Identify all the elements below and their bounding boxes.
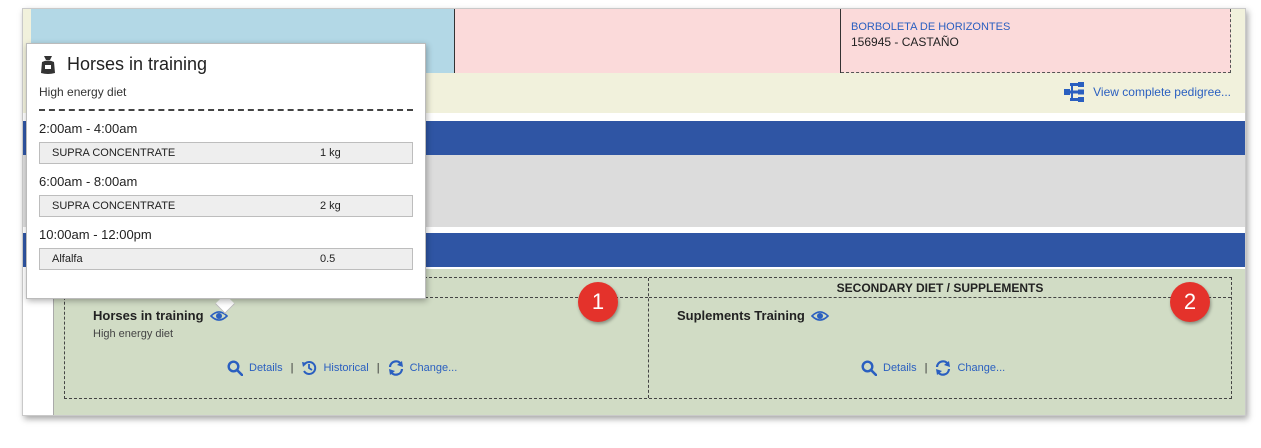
slot-time: 10:00am - 12:00pm	[39, 227, 152, 242]
popup-subtitle: High energy diet	[39, 85, 127, 99]
details-button[interactable]: Details	[861, 360, 917, 376]
separator: |	[376, 362, 380, 374]
ancestor-name-link[interactable]: BORBOLETA DE HORIZONTES	[851, 21, 1011, 33]
ancestor-code: 156945 - CASTAÑO	[851, 35, 959, 49]
slot-time: 2:00am - 4:00am	[39, 121, 138, 136]
primary-diet-name-text: Horses in training	[93, 308, 204, 323]
view-pedigree-link[interactable]: View complete pedigree...	[1063, 81, 1231, 103]
slot-qty: 1 kg	[320, 147, 341, 159]
change-label: Change...	[957, 362, 1006, 374]
slot-qty: 0.5	[320, 253, 336, 265]
magnifier-icon	[861, 360, 877, 376]
primary-diet-name: Horses in training	[93, 308, 228, 323]
details-button[interactable]: Details	[227, 360, 283, 376]
secondary-diet-actions: Details | Change...	[861, 360, 1005, 376]
callout-badge-1: 1	[578, 282, 618, 322]
primary-diet-actions: Details | Historical |	[227, 360, 457, 376]
refresh-icon	[388, 360, 403, 376]
pedigree-ancestor-cell: BORBOLETA DE HORIZONTES 156945 - CASTAÑO	[841, 9, 1231, 73]
secondary-diet-name-text: Suplements Training	[677, 308, 805, 323]
slot-row: SUPRA CONCENTRATE 2 kg	[39, 195, 413, 217]
secondary-diet-column: SECONDARY DIET / SUPPLEMENTS Suplements …	[649, 278, 1231, 398]
details-label: Details	[883, 362, 917, 374]
details-label: Details	[249, 362, 283, 374]
separator: |	[290, 362, 294, 374]
historical-label: Historical	[323, 362, 369, 374]
secondary-diet-name: Suplements Training	[677, 308, 829, 323]
diet-popup: Horses in training High energy diet 2:00…	[26, 43, 426, 299]
refresh-icon	[936, 360, 951, 376]
eye-icon[interactable]	[209, 310, 228, 322]
popup-title: Horses in training	[39, 54, 413, 75]
historical-button[interactable]: Historical	[301, 360, 369, 376]
slot-qty: 2 kg	[320, 200, 341, 212]
slot-row: SUPRA CONCENTRATE 1 kg	[39, 142, 413, 164]
change-label: Change...	[409, 362, 458, 374]
secondary-diet-header: SECONDARY DIET / SUPPLEMENTS	[649, 278, 1231, 298]
slot-food: Alfalfa	[52, 253, 83, 265]
pedigree-dam-area: BORBOLETA DE HORIZONTES 156945 - CASTAÑO	[455, 9, 1231, 73]
change-button[interactable]: Change...	[388, 360, 458, 376]
popup-divider	[39, 109, 413, 111]
primary-diet-description: High energy diet	[93, 328, 174, 340]
popup-title-text: Horses in training	[67, 54, 208, 74]
feed-sack-icon	[41, 55, 55, 74]
pedigree-dam-cell	[455, 9, 841, 73]
history-icon	[302, 361, 317, 375]
slot-food: SUPRA CONCENTRATE	[52, 200, 176, 212]
magnifier-icon	[227, 360, 243, 376]
slot-time: 6:00am - 8:00am	[39, 174, 138, 189]
callout-badge-2: 2	[1170, 282, 1210, 322]
change-button[interactable]: Change...	[935, 360, 1005, 376]
slot-food: SUPRA CONCENTRATE	[52, 147, 176, 159]
pedigree-tree-icon	[1064, 82, 1085, 102]
separator: |	[924, 362, 928, 374]
slot-row: Alfalfa 0.5	[39, 248, 413, 270]
view-pedigree-label: View complete pedigree...	[1093, 85, 1231, 99]
eye-icon[interactable]	[810, 310, 829, 322]
